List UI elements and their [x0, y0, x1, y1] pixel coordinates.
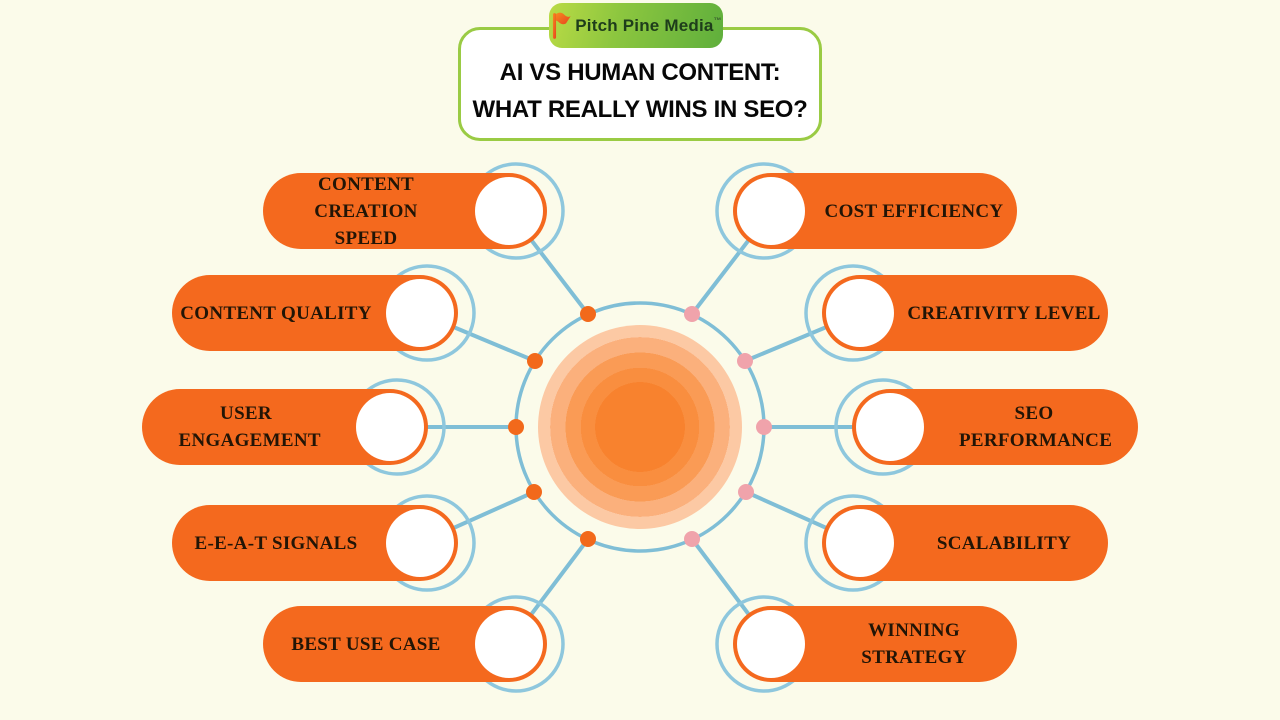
branch-pill-cost-efficiency: COST EFFICIENCY [733, 173, 1017, 249]
branch-pill-best-use-case: BEST USE CASE [263, 606, 547, 682]
label-zone: CREATIVITY LEVEL [907, 300, 1100, 327]
title-card: AI VS HUMAN CONTENT: WHAT REALLY WINS IN… [458, 27, 822, 141]
branch-label: COST EFFICIENCY [824, 200, 1004, 222]
hub-dot-pink [756, 419, 772, 435]
label-zone: COST EFFICIENCY [823, 198, 1005, 225]
hub-dot-pink [738, 484, 754, 500]
label-zone: USER ENGAGEMENT [154, 400, 338, 454]
branch-pill-user-engagement: USER ENGAGEMENT [142, 389, 428, 465]
hub-dot-orange [527, 353, 543, 369]
branch-pill-eeat-signals: E-E-A-T SIGNALS [172, 505, 458, 581]
branch-label: BEST USE CASE [291, 633, 441, 655]
label-zone: SCALABILITY [912, 530, 1096, 557]
trademark-symbol: ™ [713, 15, 722, 25]
branch-node-circle [356, 393, 424, 461]
brand-name-text: Pitch Pine Media [575, 15, 714, 35]
page-title: AI VS HUMAN CONTENT: WHAT REALLY WINS IN… [472, 59, 808, 123]
label-zone: SEO PERFORMANCE [942, 400, 1126, 454]
branch-label: SCALABILITY [936, 532, 1072, 554]
branch-label: CREATIVITY LEVEL [907, 302, 1101, 324]
branch-label: WINNING STRATEGY [861, 620, 967, 668]
branch-node-circle [475, 610, 543, 678]
branch-pill-content-quality: CONTENT QUALITY [172, 275, 458, 351]
hub-dot-orange [508, 419, 524, 435]
branch-label: SEO PERFORMANCE [959, 403, 1113, 451]
flag-icon [553, 12, 571, 39]
branch-label: CONTENT CREATION SPEED [314, 173, 418, 249]
branch-node-circle [737, 177, 805, 245]
hub-dot-orange [580, 306, 596, 322]
branch-node-circle [386, 509, 454, 577]
branch-node-circle [737, 610, 805, 678]
branch-pill-scalability: SCALABILITY [822, 505, 1108, 581]
hub-ring-dots [508, 306, 772, 547]
branch-node-circle [475, 177, 543, 245]
branch-pill-creativity-level: CREATIVITY LEVEL [822, 275, 1108, 351]
branch-pill-seo-performance: SEO PERFORMANCE [852, 389, 1138, 465]
label-zone: E-E-A-T SIGNALS [184, 530, 368, 557]
brand-name: Pitch Pine Media™ [575, 16, 722, 36]
branch-label: CONTENT QUALITY [180, 302, 372, 324]
label-zone: CONTENT QUALITY [180, 300, 371, 327]
hub-dot-pink [684, 306, 700, 322]
branch-label: E-E-A-T SIGNALS [194, 532, 358, 554]
branch-node-circle [826, 509, 894, 577]
branch-node-circle [856, 393, 924, 461]
label-zone: BEST USE CASE [275, 631, 457, 658]
label-zone: WINNING STRATEGY [823, 617, 1005, 671]
hub-dot-orange [580, 531, 596, 547]
hub-dot-pink [737, 353, 753, 369]
branch-pill-content-creation-speed: CONTENT CREATION SPEED [263, 173, 547, 249]
hub-dot-orange [526, 484, 542, 500]
branch-node-circle [386, 279, 454, 347]
branch-label: USER ENGAGEMENT [178, 403, 321, 451]
branch-pill-winning-strategy: WINNING STRATEGY [733, 606, 1017, 682]
branch-node-circle [826, 279, 894, 347]
brand-badge: Pitch Pine Media™ [549, 3, 723, 48]
hub-center-circle [538, 325, 742, 529]
hub-dot-pink [684, 531, 700, 547]
label-zone: CONTENT CREATION SPEED [275, 171, 457, 252]
